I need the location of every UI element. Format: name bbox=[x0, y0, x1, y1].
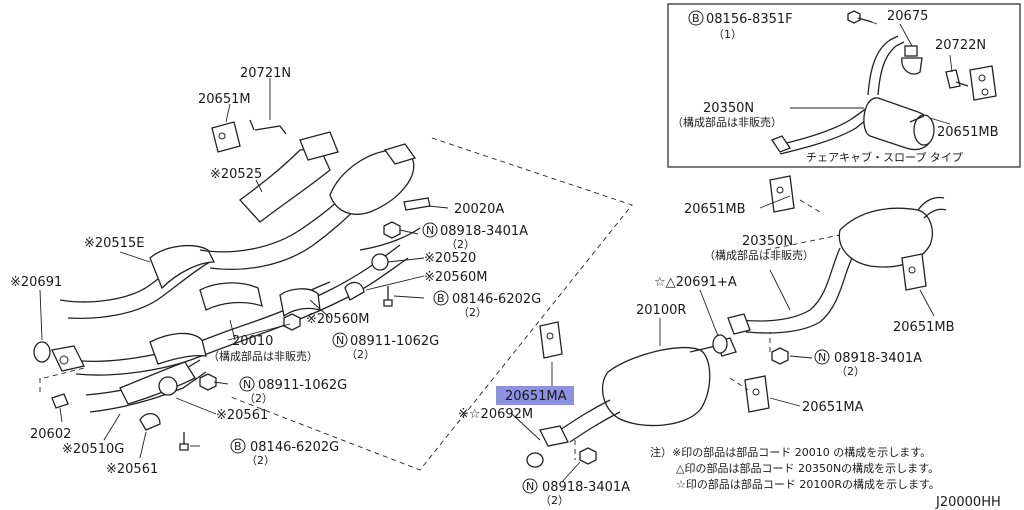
b-marker bbox=[688, 10, 704, 26]
label-08146-6202G-2-qty: （2） bbox=[246, 454, 275, 467]
label-08918-3401A-3-qty: （2） bbox=[540, 494, 569, 507]
leader-lines bbox=[39, 78, 935, 483]
gasket-20692M bbox=[526, 452, 544, 468]
highlight-20651MA bbox=[496, 386, 574, 405]
label-inset-tail-note: （構成部品は非販売） bbox=[672, 115, 782, 129]
b-marker-letter: B bbox=[437, 292, 445, 305]
stud-20020A bbox=[403, 197, 431, 211]
nut-icon bbox=[383, 221, 401, 239]
n-marker bbox=[422, 222, 438, 238]
label-20560M-b[interactable]: ※20560M bbox=[306, 312, 369, 327]
label-20010-note: （構成部品は非販売） bbox=[208, 349, 318, 363]
label-20651MA-highlighted[interactable]: 20651MA bbox=[505, 389, 567, 404]
clamp-20560M bbox=[371, 253, 389, 271]
rear-muffler-20350N bbox=[838, 207, 933, 268]
b-marker-letter: B bbox=[234, 440, 242, 453]
flange-hole bbox=[59, 355, 69, 365]
label-inset-bolt[interactable]: 08156-8351F bbox=[706, 12, 793, 27]
label-08911-1062G-1[interactable]: 08911-1062G bbox=[350, 334, 439, 349]
b-marker bbox=[433, 290, 449, 306]
label-08911-1062G-2[interactable]: 08911-1062G bbox=[258, 378, 347, 393]
label-20561-b[interactable]: ※20561 bbox=[106, 462, 158, 477]
label-08146-6202G-1-qty: （2） bbox=[458, 306, 487, 319]
n-marker bbox=[522, 478, 538, 494]
hanger-20651MB-upper bbox=[769, 175, 795, 213]
label-inset-bolt-qty: （1） bbox=[713, 28, 742, 41]
label-20515E[interactable]: ※20515E bbox=[84, 236, 144, 251]
inset-hanger-icon bbox=[969, 65, 997, 101]
center-muffler-20100R bbox=[601, 346, 711, 427]
label-20691[interactable]: ※20691 bbox=[10, 275, 62, 290]
inset-bolt-icon bbox=[847, 10, 873, 24]
b-marker bbox=[230, 438, 246, 454]
hanger-20651M bbox=[211, 121, 241, 153]
label-20100R[interactable]: 20100R bbox=[636, 303, 686, 318]
inset-muffler bbox=[863, 97, 935, 151]
label-08918-3401A-3[interactable]: 08918-3401A bbox=[542, 480, 630, 495]
part-labels: 20721N 20651M ※20525 ※20515E ※20691 2002… bbox=[10, 66, 955, 507]
inset-panel: B 08156-8351F （1） 20675 20722N 20350N （構… bbox=[667, 3, 1021, 168]
label-20350N-note: （構成部品は非販売） bbox=[704, 248, 814, 262]
hanger-20651MA-upper bbox=[539, 321, 563, 359]
label-08918-3401A-2-qty: （2） bbox=[836, 365, 865, 378]
label-20651MB-a[interactable]: 20651MB bbox=[684, 202, 746, 217]
n-marker bbox=[239, 376, 255, 392]
label-20651MB-b[interactable]: 20651MB bbox=[893, 320, 955, 335]
label-08146-6202G-1[interactable]: 08146-6202G bbox=[452, 292, 541, 307]
label-20721N[interactable]: 20721N bbox=[240, 66, 291, 81]
n-marker-letter: N bbox=[526, 480, 534, 493]
label-inset-clamp[interactable]: 20675 bbox=[887, 9, 928, 24]
label-20020A[interactable]: 20020A bbox=[454, 202, 504, 217]
label-inset-tail[interactable]: 20350N bbox=[703, 101, 754, 116]
label-inset-mount[interactable]: 20722N bbox=[935, 38, 986, 53]
label-20651M[interactable]: 20651M bbox=[198, 92, 251, 107]
label-20560M-a[interactable]: ※20560M bbox=[424, 270, 487, 285]
n-marker bbox=[332, 332, 348, 348]
label-20651MA[interactable]: 20651MA bbox=[802, 400, 864, 415]
label-20510G[interactable]: ※20510G bbox=[62, 442, 124, 457]
label-08911-1062G-1-qty: （2） bbox=[346, 348, 375, 361]
gasket-20602 bbox=[51, 393, 69, 409]
label-20525[interactable]: ※20525 bbox=[210, 167, 262, 182]
n-marker bbox=[814, 349, 830, 365]
label-20010[interactable]: 20010 bbox=[232, 334, 273, 349]
inset-mount-icon bbox=[945, 69, 969, 89]
n-marker-letter: N bbox=[336, 334, 344, 347]
n-marker-letter: N bbox=[243, 378, 251, 391]
group-outline bbox=[227, 137, 633, 471]
note-line-2: △印の部品は部品コード 20350Nの構成を示します。 bbox=[676, 461, 939, 475]
label-20520[interactable]: ※20520 bbox=[424, 251, 476, 266]
diagram-code: J20000HH bbox=[935, 495, 1001, 510]
gasket-20691 bbox=[33, 341, 51, 363]
n-marker-letter: N bbox=[426, 224, 434, 237]
b-marker-letter: B bbox=[692, 12, 700, 25]
label-20350N[interactable]: 20350N bbox=[742, 234, 793, 249]
label-08918-3401A-1[interactable]: 08918-3401A bbox=[440, 224, 528, 239]
inset-caption: チェアキャブ・スロープ タイプ bbox=[806, 150, 963, 164]
label-inset-hanger[interactable]: 20651MB bbox=[937, 125, 999, 140]
gasket-20691A bbox=[712, 334, 728, 354]
n-marker-letter: N bbox=[818, 351, 826, 364]
label-20561-a[interactable]: ※20561 bbox=[216, 408, 268, 423]
note-line-3: ☆印の部品は部品コード 20100Rの構成を示します。 bbox=[676, 477, 940, 491]
catalytic-converter bbox=[329, 149, 415, 215]
label-08911-1062G-2-qty: （2） bbox=[244, 392, 273, 405]
mid-resonator bbox=[199, 282, 263, 311]
label-20692M[interactable]: ※☆20692M bbox=[458, 407, 533, 422]
label-20691A[interactable]: ☆△20691+A bbox=[654, 275, 737, 290]
note-line-1: 注）※印の部品は部品コード 20010 の構成を示します。 bbox=[650, 445, 931, 459]
legend-notes: 注）※印の部品は部品コード 20010 の構成を示します。 △印の部品は部品コー… bbox=[650, 445, 1001, 510]
label-08918-3401A-1-qty: （2） bbox=[446, 238, 475, 251]
label-08918-3401A-2[interactable]: 08918-3401A bbox=[834, 351, 922, 366]
label-20602[interactable]: 20602 bbox=[30, 427, 71, 442]
inset-clamp-icon bbox=[901, 45, 923, 75]
rear-muffler-assembly bbox=[526, 175, 947, 468]
label-08146-6202G-2[interactable]: 08146-6202G bbox=[250, 440, 339, 455]
front-exhaust-assembly bbox=[33, 119, 431, 451]
